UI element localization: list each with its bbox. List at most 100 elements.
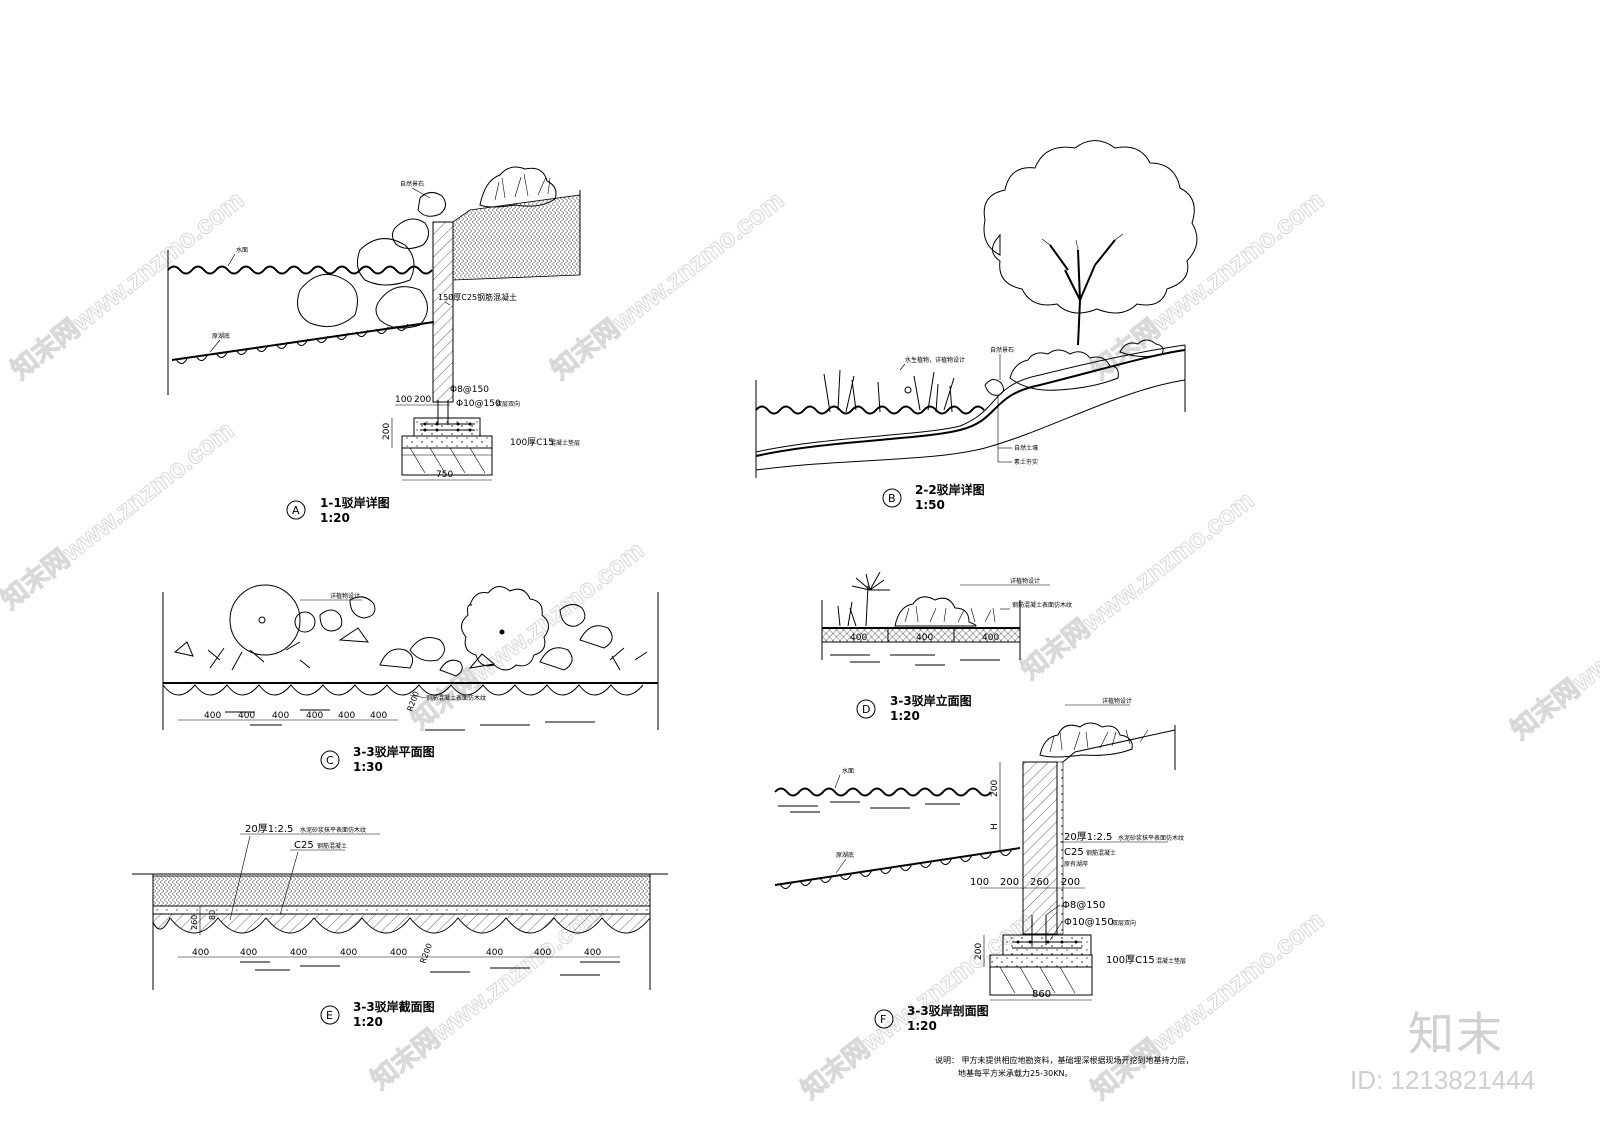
rebar-label: Φ10@150 bbox=[456, 399, 501, 409]
detail-badge bbox=[320, 1005, 340, 1025]
dim-label: 200 bbox=[990, 780, 1000, 797]
detail-scale: 1:50 bbox=[915, 498, 945, 512]
layer-label: 20厚1:2.5 bbox=[1064, 831, 1112, 843]
detail-b: 水生植物，详植物设计 自然景石 自然土壤 素土夯实 B 2-2驳岸详图 1:50 bbox=[755, 140, 1198, 512]
layer-note: 原有湖岸 bbox=[1064, 860, 1088, 868]
dim-label: 400 bbox=[982, 633, 999, 643]
rebar-label: Φ8@150 bbox=[1062, 900, 1105, 911]
layer-note: 钢筋混凝土 bbox=[317, 842, 347, 850]
detail-badge-letter: E bbox=[326, 1009, 333, 1022]
dim-label: H bbox=[990, 823, 1000, 830]
watermark-text: 知末网www.znzmo.com bbox=[1015, 485, 1259, 685]
plant-label: 详植物设计 bbox=[330, 592, 360, 600]
dim-label: 200 bbox=[1061, 877, 1080, 888]
layer-note: 钢筋混凝土 bbox=[1086, 849, 1116, 857]
dim-label: 400 bbox=[916, 633, 933, 643]
dim-label: 400 bbox=[390, 948, 407, 958]
detail-badge-letter: C bbox=[326, 754, 334, 767]
layer-note: 水泥砂浆抹平表面仿木纹 bbox=[1118, 834, 1184, 842]
detail-badge bbox=[882, 488, 902, 508]
base-label: 100厚C15 bbox=[1106, 954, 1155, 966]
edge-label: 钢筋混凝土表面仿木纹 bbox=[426, 694, 486, 702]
brand-watermark: 知末 bbox=[1408, 1007, 1504, 1061]
footing bbox=[413, 417, 481, 437]
water-surface bbox=[774, 787, 992, 797]
tree-canopy bbox=[983, 140, 1198, 314]
edge-label: 钢筋混凝土表面仿木纹 bbox=[1012, 601, 1072, 609]
dim-label: 400 bbox=[272, 711, 289, 721]
tree-plan bbox=[229, 584, 301, 656]
watermark-text: 知末网www.znzmo.com bbox=[1505, 545, 1600, 745]
dim-label: 400 bbox=[486, 948, 503, 958]
detail-title: 3-3驳岸立面图 bbox=[890, 693, 972, 708]
layer-label: C25 bbox=[1064, 847, 1084, 858]
water-label: 水面 bbox=[236, 246, 248, 254]
footing bbox=[1002, 934, 1092, 956]
base-note: 混凝土垫层 bbox=[550, 439, 580, 447]
detail-title: 3-3驳岸剖面图 bbox=[907, 1003, 989, 1018]
soil-label: 自然土壤 bbox=[1014, 444, 1038, 452]
dim-label: 260 bbox=[190, 915, 199, 930]
dim-label: 400 bbox=[534, 948, 551, 958]
dim-label: 100 bbox=[395, 395, 412, 405]
detail-title: 3-3驳岸截面图 bbox=[353, 999, 435, 1014]
detail-badge-letter: B bbox=[888, 492, 896, 505]
water-surface bbox=[755, 405, 985, 415]
rebar-note: 双层双向 bbox=[1112, 919, 1136, 927]
dim-label: 400 bbox=[240, 948, 257, 958]
layer-label: 20厚1:2.5 bbox=[245, 823, 293, 835]
dim-label: 400 bbox=[204, 711, 221, 721]
bed-label: 原湖底 bbox=[836, 851, 854, 859]
detail-title: 3-3驳岸平面图 bbox=[353, 744, 435, 759]
dim-label: 400 bbox=[192, 948, 209, 958]
detail-a: 水面 原湖底 自然景石 150厚C25钢筋混凝土 Φ8@150 bbox=[167, 166, 581, 525]
plant-label: 水生植物，详植物设计 bbox=[905, 356, 965, 364]
detail-scale: 1:20 bbox=[907, 1019, 937, 1033]
base-note: 混凝土垫层 bbox=[1156, 957, 1186, 965]
retaining-wall bbox=[432, 221, 454, 403]
note-line: 地基每平方米承载力25-30KN。 bbox=[958, 1068, 1072, 1078]
dim-label: 200 bbox=[1000, 877, 1019, 888]
detail-d: 400 400 400 详植物设计 钢筋混凝土表面仿木纹 D 3-3驳岸立面图 … bbox=[821, 571, 1072, 723]
dim-label: 400 bbox=[338, 711, 355, 721]
radius-label: R200 bbox=[418, 942, 434, 965]
rebar-note: 双层双向 bbox=[496, 400, 520, 408]
watermark-text: 知末网www.znzmo.com bbox=[1085, 905, 1329, 1105]
dim-label: 400 bbox=[850, 633, 867, 643]
detail-badge bbox=[856, 699, 876, 719]
base-label: 100厚C15 bbox=[510, 437, 554, 448]
detail-badge bbox=[286, 500, 306, 520]
dim-label: 100 bbox=[970, 877, 989, 888]
base-layer bbox=[989, 954, 1093, 968]
layer-note: 水泥砂浆抹平表面仿木纹 bbox=[300, 826, 366, 834]
image-id-watermark: ID: 1213821444 bbox=[1350, 1065, 1536, 1095]
dim-label: 750 bbox=[436, 470, 453, 480]
water-surface bbox=[167, 265, 433, 275]
detail-badge bbox=[320, 750, 340, 770]
rebar-label: Φ8@150 bbox=[450, 385, 489, 395]
detail-title: 1-1驳岸详图 bbox=[320, 495, 390, 510]
wall-label: 150厚C25钢筋混凝土 bbox=[438, 292, 517, 302]
dim-label: 400 bbox=[238, 711, 255, 721]
dim-label: 400 bbox=[306, 711, 323, 721]
lake-bed bbox=[171, 321, 435, 361]
base-layer bbox=[401, 435, 493, 449]
note-line: 说明： 甲方未提供相应地勘资料，基础埋深根据现场开挖到地基持力层， bbox=[935, 1055, 1194, 1065]
detail-scale: 1:20 bbox=[320, 511, 350, 525]
dim-label: 200 bbox=[382, 423, 392, 440]
dim-label: 200 bbox=[974, 943, 984, 960]
detail-scale: 1:20 bbox=[353, 1015, 383, 1029]
soil-label: 素土夯实 bbox=[1014, 458, 1038, 466]
plant-label: 详植物设计 bbox=[1010, 577, 1040, 585]
dim-label: 860 bbox=[1032, 989, 1051, 1000]
plant-label: 详植物设计 bbox=[1102, 697, 1132, 705]
dim-label: 80 bbox=[208, 910, 217, 920]
rock-label: 自然景石 bbox=[990, 346, 1014, 354]
surface-layer bbox=[152, 875, 651, 907]
dim-label: 200 bbox=[414, 395, 431, 405]
dim-label: 400 bbox=[370, 711, 387, 721]
dim-label: 400 bbox=[290, 948, 307, 958]
detail-badge bbox=[874, 1009, 894, 1029]
retaining-wall bbox=[1022, 761, 1058, 935]
